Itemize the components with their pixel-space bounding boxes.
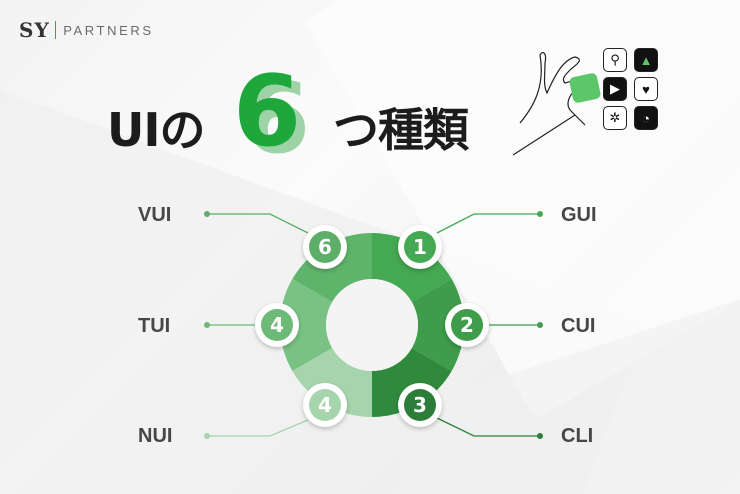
badge-number: 1 [404,231,436,263]
play-icon: ▶ [603,77,627,101]
connector-line-vui [207,213,309,234]
connector-dot [204,433,210,439]
label-cui: CUI [561,315,596,337]
connector-dot [537,433,543,439]
pie-chart-icon: ◔ [634,106,658,130]
connector-dot [204,322,210,328]
app-icon-grid: ⚲ ▲ ▶ ♥ ✲ ◔ [603,48,660,130]
label-vui: VUI [138,204,172,226]
title-suffix: つ種類 [333,103,469,157]
badge-cli: 3 [398,383,442,427]
badge-gui: 1 [398,225,442,269]
logo-divider [54,21,57,39]
connector-dot [204,211,210,217]
badge-nui: 4 [303,383,347,427]
gear-icon: ✲ [603,106,627,130]
map-pin-icon: ⚲ [603,48,627,72]
connector-dot [537,211,543,217]
badge-vui: 6 [303,225,347,269]
connector-line-nui [207,419,309,437]
company-logo: SY PARTNERS [19,18,154,42]
label-tui: TUI [138,315,171,337]
logo-name: PARTNERS [63,22,154,38]
badge-cui: 2 [445,303,489,347]
badge-tui: 4 [255,303,299,347]
ring-segment-nui [292,348,372,417]
connector-line-gui [436,213,540,234]
image-icon: ▲ [634,48,658,72]
badge-number: 2 [451,309,483,341]
ring-segment-cui [411,279,465,371]
badge-number: 3 [404,389,436,421]
heart-icon: ♥ [634,77,658,101]
badge-number: 6 [309,231,341,263]
title-prefix: UIの [107,103,205,157]
connector-dot [537,322,543,328]
ring-center [326,279,418,371]
connector-line-cli [436,417,540,437]
hand-illustration-icon [512,52,601,156]
ring-segment-tui [279,279,333,371]
label-nui: NUI [138,425,173,447]
ring-segment-cli [372,348,452,417]
logo-mark: SY [19,18,50,42]
label-cli: CLI [561,425,594,447]
badge-number: 4 [261,309,293,341]
label-gui: GUI [561,204,597,226]
badge-number: 4 [309,389,341,421]
